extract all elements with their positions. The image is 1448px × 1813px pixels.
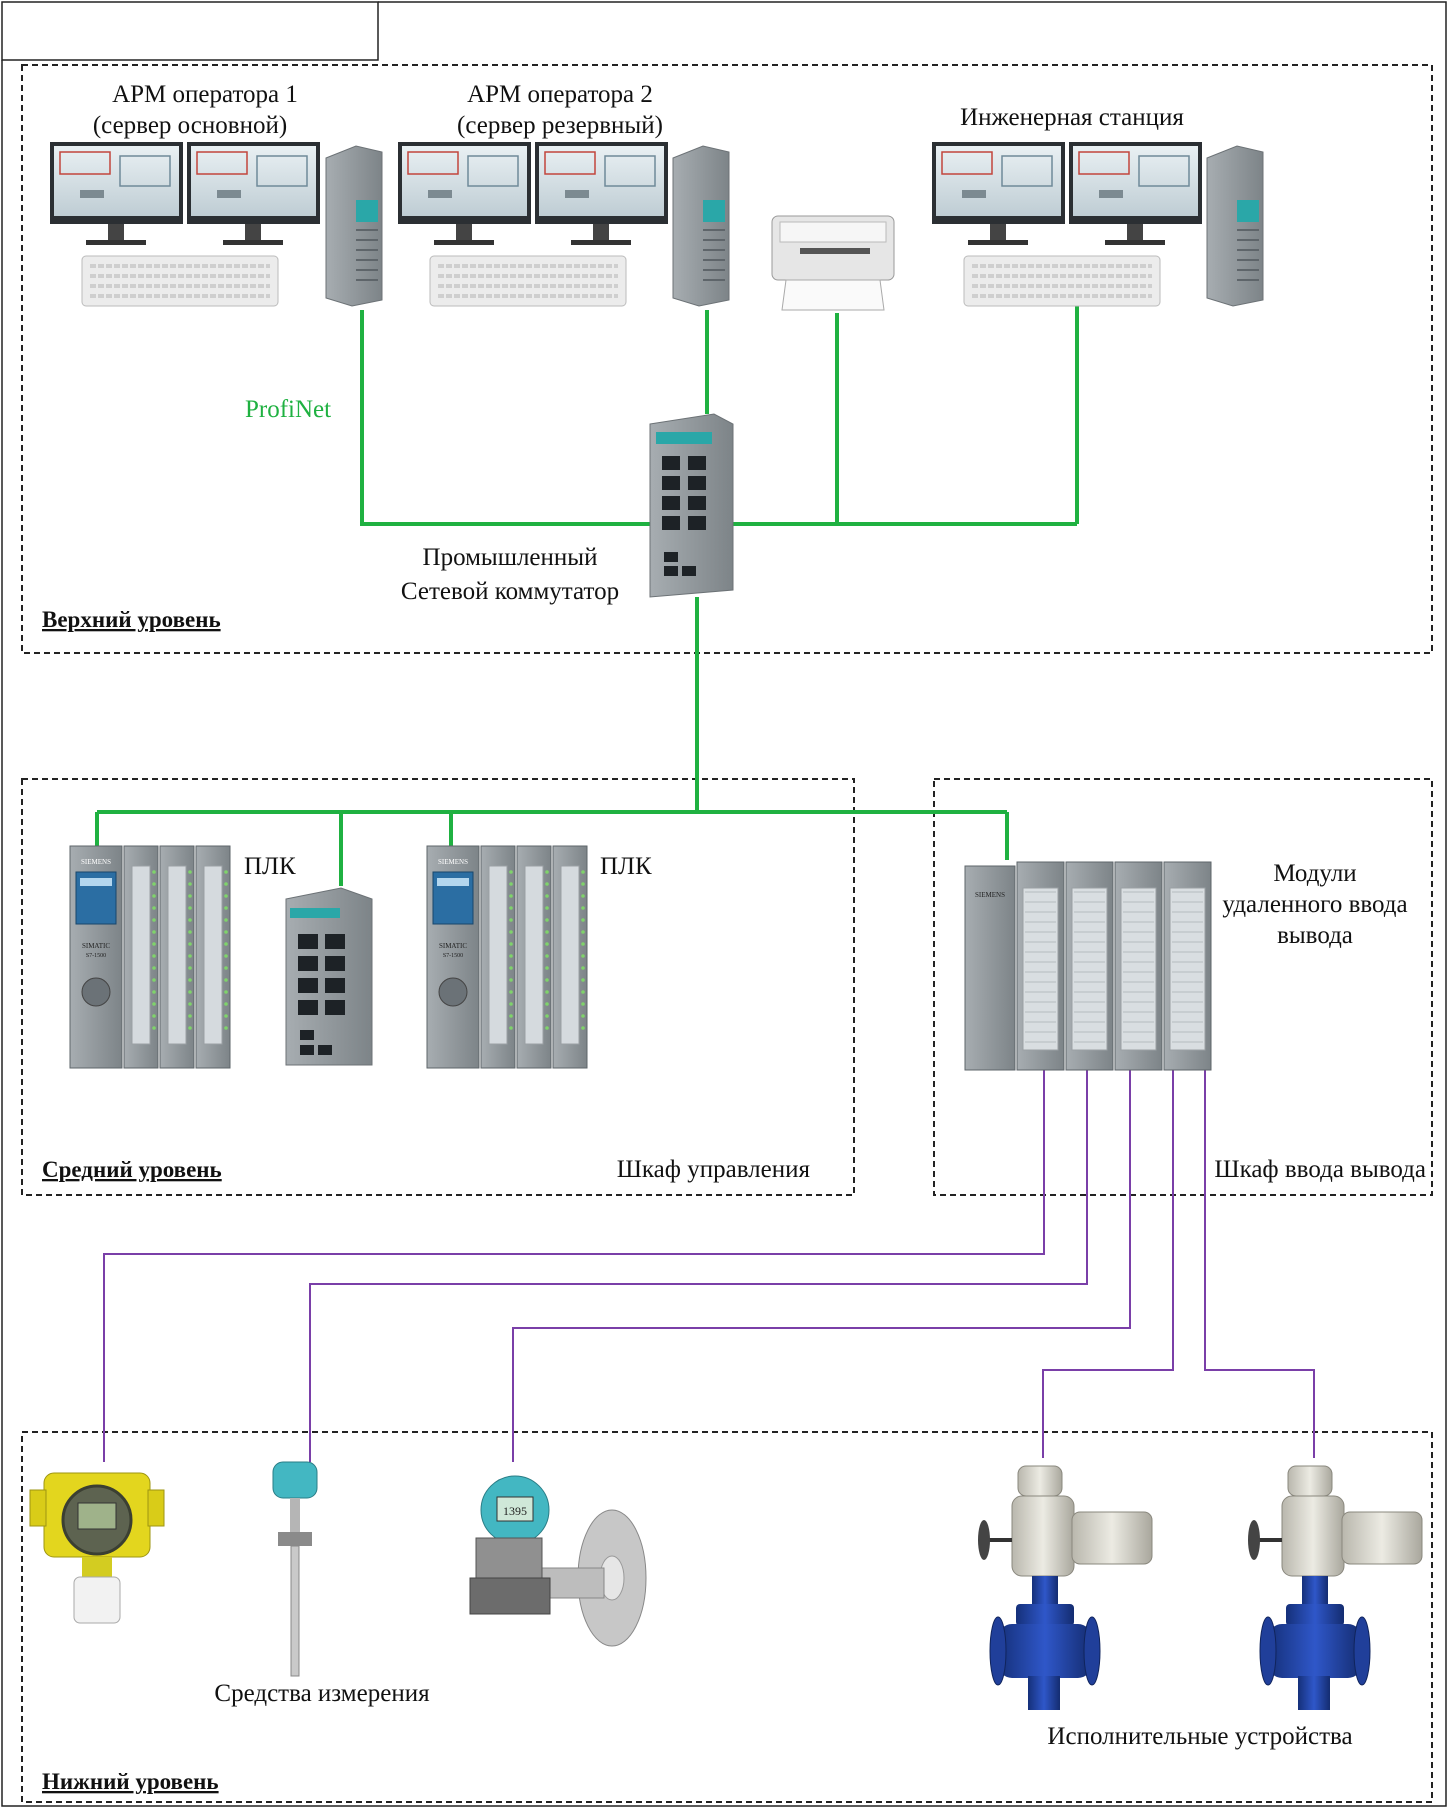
valve-body	[998, 1624, 1092, 1678]
io-cabinet-zone	[933, 778, 1433, 1196]
rio-label-line1: Модули	[1273, 860, 1356, 887]
actuator-head	[1287, 1465, 1333, 1497]
valve-body	[1268, 1624, 1362, 1678]
rio-interface-module	[964, 865, 1016, 1071]
transmitter-display-text: 1395	[503, 1504, 527, 1518]
keyboard-icon	[81, 255, 279, 307]
signal-lines	[103, 1070, 1315, 1462]
industrial-switch-upper	[649, 413, 734, 598]
actuators-label: Исполнительные устройства	[1047, 1723, 1352, 1750]
simatic-text: SIMATIC	[439, 942, 467, 950]
rio-label-line3: вывода	[1277, 922, 1353, 949]
gas-detector-icon	[29, 1472, 165, 1624]
server-tower-icon	[1206, 145, 1264, 307]
remote-io-modules: SIEMENS	[964, 861, 1212, 1071]
server-tower-icon	[325, 145, 383, 307]
cpu-model-text: S7-1500	[443, 953, 463, 959]
motorized-valve-2	[1248, 1465, 1423, 1710]
siemens-logo-text: SIEMENS	[81, 858, 111, 866]
profinet-network-lines	[95, 303, 1079, 886]
actuator-body	[1011, 1495, 1075, 1577]
handwheel	[978, 1520, 990, 1560]
actuator-head	[1017, 1465, 1063, 1497]
line-arm1	[360, 310, 655, 526]
middle-level-label: Средний уровень	[42, 1157, 222, 1182]
cpu-keypad	[438, 977, 468, 1007]
upper-level-label: Верхний уровень	[42, 607, 221, 632]
valve-bonnet	[1032, 1576, 1058, 1606]
printer-icon	[771, 215, 895, 311]
eng-station-label: Инженерная станция	[960, 104, 1184, 131]
measuring-label: Средства измерения	[214, 1680, 430, 1707]
actuator-body	[1281, 1495, 1345, 1577]
arm1-label-line1: АРМ оператора 1	[112, 81, 298, 108]
control-cabinet-label: Шкаф управления	[617, 1156, 811, 1183]
motorized-valve-1	[978, 1465, 1153, 1710]
cpu-keypad	[81, 977, 111, 1007]
signal-valve2	[1204, 1070, 1315, 1458]
cpu-model-text: S7-1500	[86, 953, 106, 959]
engineering-workstation	[932, 142, 1264, 307]
arm2-label-line1: АРМ оператора 2	[467, 81, 653, 108]
server-tower-icon	[672, 145, 730, 307]
plc1-label: ПЛК	[244, 853, 296, 880]
signal-pressure	[512, 1070, 1131, 1462]
simatic-text: SIMATIC	[82, 942, 110, 950]
control-cabinet-zone	[21, 778, 855, 1196]
upper-level-zone	[21, 64, 1433, 654]
signal-gas	[103, 1070, 1045, 1462]
actuator-motor	[1341, 1511, 1423, 1565]
siemens-logo-text: SIEMENS	[438, 858, 468, 866]
temperature-sensor-icon	[272, 1461, 318, 1677]
operator-workstation-2	[398, 142, 730, 307]
signal-thermo	[309, 1070, 1088, 1462]
pressure-transmitter-icon: 1395	[469, 1475, 647, 1647]
plc2-label: ПЛК	[600, 853, 652, 880]
keyboard-icon	[963, 255, 1161, 307]
industrial-switch-middle	[285, 887, 373, 1066]
switch-label-line1: Промышленный	[423, 544, 598, 571]
io-cabinet-label: Шкаф ввода вывода	[1214, 1156, 1426, 1183]
keyboard-icon	[429, 255, 627, 307]
lower-level-zone	[21, 1431, 1433, 1803]
plc-controller-2: SIEMENS SIMATIC S7-1500	[426, 845, 588, 1069]
switch-label-line2: Сетевой коммутатор	[401, 578, 619, 605]
arm2-label-line2: (сервер резервный)	[457, 112, 663, 139]
rio-siemens-text: SIEMENS	[975, 891, 1005, 899]
arm1-label-line2: (сервер основной)	[93, 112, 287, 139]
actuator-motor	[1071, 1511, 1153, 1565]
plc-controller-1: SIEMENS SIMATIC S7-1500	[69, 845, 231, 1069]
profinet-label: ProfiNet	[245, 396, 331, 423]
valve-bonnet	[1302, 1576, 1328, 1606]
header-box	[1, 1, 379, 61]
signal-valve1	[1042, 1070, 1174, 1458]
operator-workstation-1	[50, 142, 383, 307]
rio-label-line2: удаленного ввода	[1222, 891, 1407, 918]
handwheel	[1248, 1520, 1260, 1560]
lower-level-label: Нижний уровень	[42, 1769, 219, 1794]
